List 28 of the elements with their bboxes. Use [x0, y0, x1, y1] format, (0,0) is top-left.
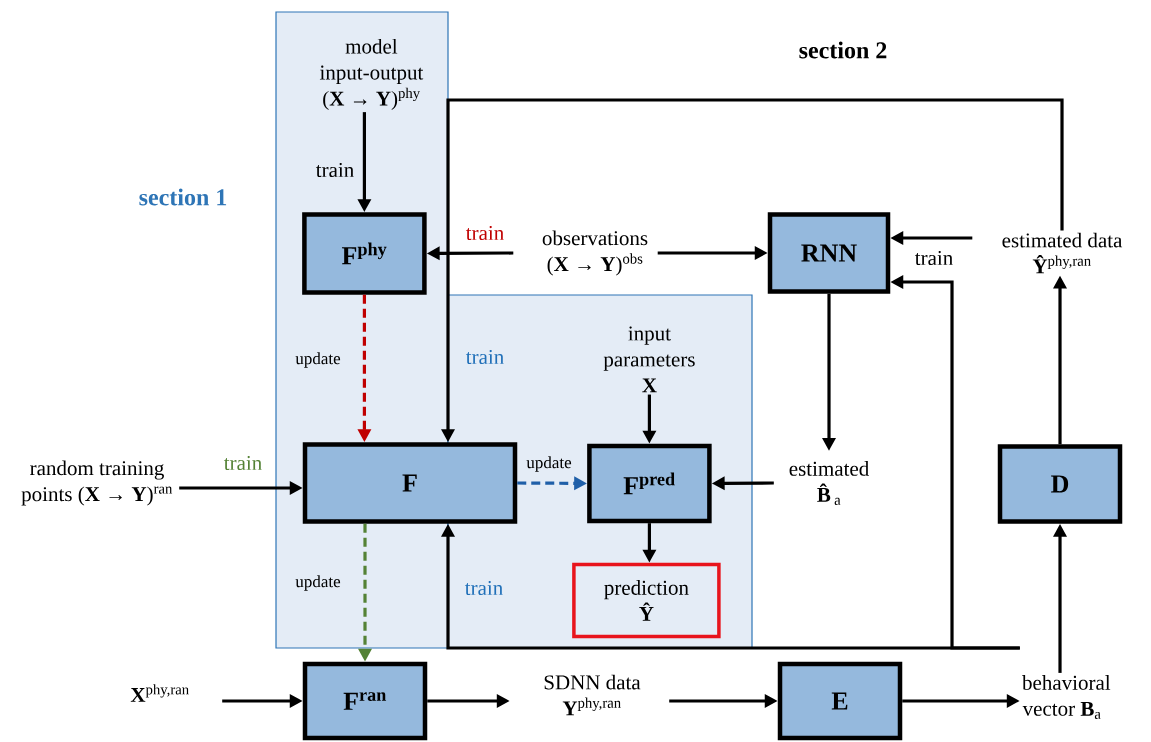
edge-label: train [223, 455, 262, 471]
data-label: model input-output (X → Y)$^{phy}$ [319, 38, 424, 110]
edge-label: update [295, 352, 341, 368]
edge-label: update [526, 456, 572, 472]
section-heading: section 2 [799, 41, 887, 59]
data-label: X$^{phy,ran}$ [130, 684, 189, 702]
edge-label: train [315, 162, 354, 178]
edge-label: train [465, 225, 504, 241]
process-box: RNN [767, 212, 891, 294]
data-label: estimated B̂$_{a}$ [789, 461, 869, 505]
process-box: F$^{ran}$ [302, 661, 428, 741]
data-label: observations (X → Y)$^{obs}$ [542, 230, 648, 276]
edge-label: train [914, 250, 953, 266]
output-box: prediction Ŷ [572, 562, 721, 639]
data-label: estimated data Ŷ$^{phy,ran}$ [1002, 232, 1123, 274]
section-heading: section 1 [139, 188, 227, 206]
process-box: D [997, 444, 1123, 524]
data-label: SDNN data Y$^{phy,ran}$ [544, 674, 641, 716]
data-label: behavioral vector B$_{a}$ [1022, 675, 1111, 719]
edge-label: train [465, 349, 504, 365]
edge-label: train [464, 580, 503, 596]
process-box: F$^{phy}$ [302, 212, 427, 295]
edge-label: update [295, 575, 341, 591]
process-box: F$^{pred}$ [587, 443, 712, 524]
data-label: input parameters X [603, 326, 695, 393]
process-box: E [777, 661, 903, 741]
data-label: random training points (X → Y)$^{ran}$ [21, 460, 173, 506]
process-box: F [302, 442, 518, 524]
